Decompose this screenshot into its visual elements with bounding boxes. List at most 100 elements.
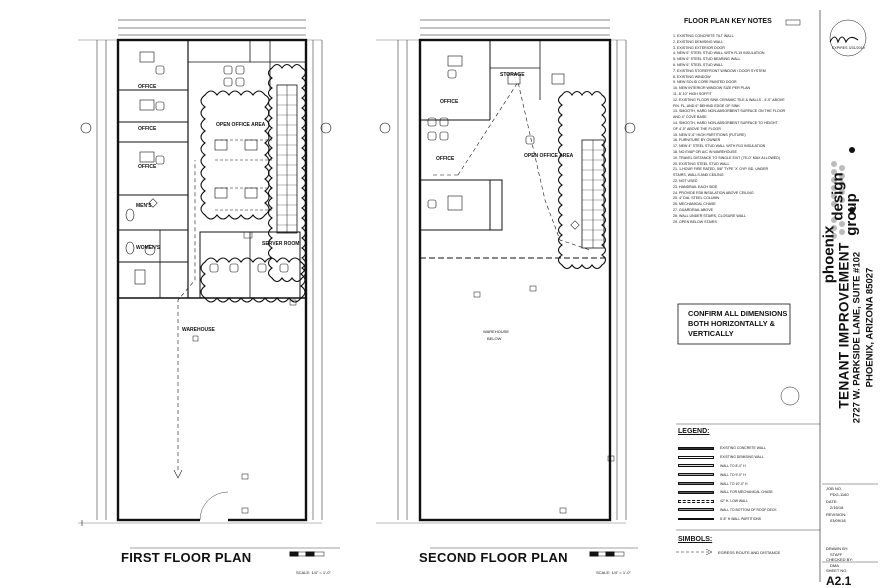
legend-label: 42" H. LOW WALL — [720, 499, 749, 504]
job-number: PDG-1160 — [830, 492, 849, 497]
legend-swatch-concrete — [678, 446, 714, 450]
legend-swatch-9ft — [678, 473, 714, 477]
key-note: 18. NO EVAP OR A/C IN WAREHOUSE — [673, 149, 737, 154]
second-floor-plan — [376, 19, 638, 557]
key-note: 19. TRAVEL DISTANCE TO SINGLE EXIT (75'-… — [673, 155, 781, 160]
key-note: 11. 8'-10" HIGH SOFFIT — [673, 91, 712, 96]
key-note: 7. EXISTING STOREFRONT WINDOW / DOOR SYS… — [673, 68, 766, 73]
legend-swatch-partitions — [678, 517, 714, 520]
room-label-server: SERVER ROOM — [262, 241, 300, 247]
legend-label: WALL TO 8'-0" H — [720, 463, 746, 468]
key-note: 15. NEW 5'-6" HIGH PARTITIONS (FUTURE) — [673, 132, 746, 137]
legend-swatch-roof-deck — [678, 508, 714, 512]
key-note: AND 4" COVE BASE — [673, 115, 707, 120]
key-note: 17. NEW 4" STEEL STUD WALL WITH R13 INSU… — [673, 144, 766, 149]
room-label-mens: MEN'S — [136, 203, 152, 209]
key-note: 26. MECHANICAL CHASE — [673, 202, 716, 207]
key-note: 27. GUARDRAIL ABOVE — [673, 207, 714, 212]
key-note: 5. NEW 6" STEEL STUD BEARING WALL — [673, 57, 741, 62]
legend-swatch-10ft — [678, 482, 714, 486]
confirm-dimensions-line-1: CONFIRM ALL DIMENSIONS — [688, 309, 788, 318]
legend-row: WALL FOR MECHANICAL CHASE — [678, 488, 813, 497]
notes-frames — [676, 19, 820, 556]
room-label-office-2: OFFICE — [138, 126, 157, 132]
key-note: 29. OPEN BELOW STAIRS — [673, 219, 717, 224]
key-note: 21. 1-HOUR FIRE RATED, 5/8" TYPE 'X' GYP… — [673, 167, 769, 172]
legend-row: WALL TO 8'-0" H — [678, 462, 813, 471]
legend-title: LEGEND: — [678, 428, 710, 435]
legend-swatch-8ft — [678, 464, 714, 468]
legend-row: WALL TO 9'-0" H — [678, 470, 813, 479]
key-note: OF 4'-0" ABOVE THE FLOOR — [673, 126, 721, 131]
room-label-storage: STORAGE — [500, 72, 525, 78]
room-label-womens: WOMEN'S — [136, 245, 161, 251]
legend-label: WALL TO 10'-0" H — [720, 481, 748, 486]
key-note: 20. EXISTING STEEL STUD WALL — [673, 161, 730, 166]
room-label-office-1: OFFICE — [138, 84, 157, 90]
legend-row: 5'-6" H WALL PARTITIONS — [678, 514, 813, 523]
first-floor-plan — [78, 19, 340, 557]
key-note: 6. NEW 6" STEEL STUD WALL — [673, 62, 724, 67]
key-note: 1. EXISTING CONCRETE TILT WALL — [673, 34, 734, 38]
room-label-warehouse-below-1: WAREHOUSE — [483, 329, 510, 334]
room-label-office-2f-1: OFFICE — [440, 99, 459, 105]
second-floor-plan-title: SECOND FLOOR PLAN — [419, 550, 568, 565]
first-floor-plan-title: FIRST FLOOR PLAN — [121, 550, 252, 565]
room-label-warehouse: WAREHOUSE — [182, 327, 215, 333]
key-note: 9. NEW SOLID CORE PAINTED DOOR — [673, 80, 737, 85]
key-note: 23. HANDRAIL EACH SIDE — [673, 184, 718, 189]
legend-swatch-mech — [678, 490, 714, 494]
legend-label: EXISTING CONCRETE WALL — [720, 446, 766, 451]
revision-label: REVISION: — [826, 512, 847, 517]
second-floor-scale: SCALE: 1/4" = 1'-0" — [596, 570, 631, 575]
legend-row: EXISTING CONCRETE WALL — [678, 444, 813, 453]
confirm-dimensions-line-3: VERTICALLY — [688, 329, 734, 338]
sheet-number-label: SHEET NO. — [826, 568, 848, 573]
legend-label: EXISTING DEMISING WALL — [720, 455, 764, 460]
checked-by: DMA — [830, 563, 839, 568]
checked-by-label: CHECKED BY: — [826, 557, 853, 562]
legend-label: WALL TO BOTTOM OF ROOF DECK — [720, 507, 777, 512]
key-notes-title: FLOOR PLAN KEY NOTES — [684, 18, 772, 25]
drawn-by: STAFF — [830, 552, 843, 557]
title-block-graphics — [819, 10, 878, 582]
legend-swatch-demising — [678, 455, 714, 459]
key-note: 16. FURNITURE BY OWNER — [673, 138, 721, 143]
legend-row: 42" H. LOW WALL — [678, 497, 813, 506]
license-expires: EXPIRES 3/31/2019 — [832, 46, 865, 50]
revision-value: 03/09/18 — [830, 518, 846, 523]
symbols-title: SIMBOLS: — [678, 536, 713, 543]
key-note: 3. EXISTING EXTERIOR DOOR — [673, 45, 725, 50]
legend-list: EXISTING CONCRETE WALL EXISTING DEMISING… — [678, 444, 813, 523]
legend-row: WALL TO BOTTOM OF ROOF DECK — [678, 506, 813, 515]
first-floor-scale: SCALE: 1/4" = 1'-0" — [296, 570, 331, 575]
confirm-dimensions-line-2: BOTH HORIZONTALLY & — [688, 319, 775, 328]
key-note: 4. NEW 6" STEEL STUD WALL WITH R-19 INSU… — [673, 51, 765, 56]
legend-label: WALL FOR MECHANICAL CHASE — [720, 490, 773, 495]
room-label-open-office-2f: OPEN OFFICE AREA — [524, 153, 574, 159]
legend-row: WALL TO 10'-0" H — [678, 479, 813, 488]
title-block: EXPIRES 3/31/2019 phoenix design group T… — [820, 10, 880, 588]
key-note: FIN. FL. AND 6" BEHIND EDGE OF SINK — [673, 103, 740, 108]
legend-row: EXISTING DEMISING WALL — [678, 453, 813, 462]
key-note: 14. SMOOTH, HARD NON-ABSORBENT SURFACE T… — [673, 120, 778, 125]
key-note: 28. WALL UNDER STAIRS, CLOSURE WALL — [673, 213, 747, 218]
key-note: 2. EXISTING DEMISING WALL — [673, 39, 724, 44]
project-city: PHOENIX, ARIZONA 85027 — [864, 267, 876, 388]
date-label: DATE: — [826, 499, 838, 504]
key-note: 12. EXISTING FLOOR SINK CERAMIC TILE & W… — [673, 97, 785, 102]
key-note: 10. NEW INTERIOR WINDOW SIZE PER PLAN — [673, 86, 751, 91]
legend-label: 5'-6" H WALL PARTITIONS — [720, 516, 762, 521]
project-address: 2727 W. PARKSIDE LANE, SUITE #102 — [851, 251, 863, 424]
egress-symbol-label: EGRESS ROUTE AND DISTANCE — [718, 550, 781, 555]
legend-swatch-low-wall — [678, 499, 714, 503]
date-value: 2/16/18 — [830, 505, 844, 510]
key-note: 8. EXISTING WINDOW — [673, 74, 711, 79]
key-note: STAIRS, WALLS AND CEILING — [673, 173, 724, 178]
sheet-number: A2.1 — [826, 574, 852, 588]
room-label-office-3: OFFICE — [138, 164, 157, 170]
room-label-open-office: OPEN OFFICE AREA — [216, 122, 266, 128]
key-notes-list: 1. EXISTING CONCRETE TILT WALL 2. EXISTI… — [673, 34, 823, 225]
key-note: 25. 4" DIA. STEEL COLUMN — [673, 196, 720, 201]
